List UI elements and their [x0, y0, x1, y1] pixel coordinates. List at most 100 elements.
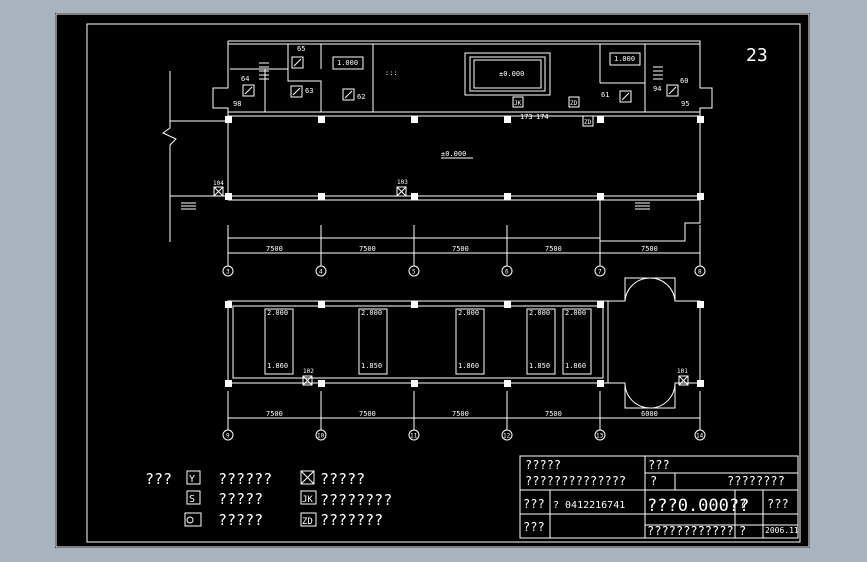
title-block-frame: [519, 455, 799, 539]
tank: [358, 308, 388, 375]
project-label: ?????: [525, 458, 561, 472]
room-label: 63: [305, 87, 313, 95]
legend-label: ???????: [320, 511, 383, 529]
door-tag: 102: [303, 368, 314, 375]
jk-icon: [300, 490, 317, 505]
door-tag: 101: [677, 368, 688, 375]
pool-mid: [469, 56, 546, 92]
partition: [230, 68, 322, 112]
scale-text: ???0.000??: [647, 496, 749, 516]
stair-right-landing: [609, 52, 641, 66]
axis-bubble: [408, 265, 420, 277]
dimension: 7500: [452, 410, 469, 418]
door-swing-top: [624, 277, 676, 302]
axis-bubble: [594, 265, 606, 277]
dimension: 7500: [545, 245, 562, 253]
door-tag: 103: [397, 179, 408, 186]
column: [225, 193, 232, 200]
tank: [526, 308, 556, 375]
designer-label: ???: [523, 497, 545, 511]
drawing-code: ?: [650, 474, 657, 488]
zd-code: ZD: [570, 100, 578, 107]
legend-label: ?????: [218, 490, 263, 508]
column: [697, 193, 704, 200]
inner-border: [86, 23, 801, 543]
column: [504, 301, 511, 308]
column: [504, 380, 511, 387]
door-tag: 104: [213, 180, 224, 187]
checker-label: ???: [523, 520, 545, 534]
dimension: 7500: [359, 245, 376, 253]
column: [225, 380, 232, 387]
tank: [562, 308, 592, 375]
room-label: 65: [297, 45, 305, 53]
room-label: 64: [241, 75, 249, 83]
column: [697, 301, 704, 308]
column: [411, 193, 418, 200]
outer-border: [55, 13, 810, 548]
column: [597, 193, 604, 200]
axis-bubble: [408, 429, 420, 441]
axis-label: 6: [505, 269, 509, 276]
stair-left-landing: [332, 56, 364, 70]
axis-bubble: [594, 429, 606, 441]
axis-bubble: [222, 265, 234, 277]
legend-icon-text: S: [189, 494, 195, 505]
dimension: 6000: [641, 410, 658, 418]
room-label: 62: [357, 93, 365, 101]
column: [318, 301, 325, 308]
y-icon: [186, 470, 201, 485]
bottom-floor-plan: 2.000 2.000 2.000 2.000 2.000 1.860 1.85…: [222, 277, 706, 441]
exhaust-symbol: [678, 375, 689, 386]
tank-bottom-level: 1.860: [458, 362, 479, 370]
pool-outer: [464, 52, 551, 96]
entrance-hall: [608, 277, 701, 409]
room-label: 174: [536, 113, 549, 121]
stair-entrance-right: [635, 202, 650, 210]
dimension: 7500: [641, 245, 658, 253]
legend-title: ???: [145, 470, 172, 488]
room-label: 98: [233, 100, 241, 108]
title-block: ????? ?????????????? ??? ? ???????? ??? …: [519, 455, 799, 539]
drawing-name: ????????: [727, 474, 785, 488]
axis-bubble: [694, 429, 706, 441]
drawing-sheet: 23 1.000 ±0.000 1.000: [55, 13, 810, 548]
exhaust-icon: [300, 470, 315, 485]
stair-entrance-left: [181, 202, 196, 210]
axis-label: 4: [319, 269, 323, 276]
axis-label: 11: [410, 433, 418, 440]
project-name: ??????????????: [525, 474, 626, 488]
switch-icon: [186, 490, 201, 505]
column: [318, 116, 325, 123]
top-floor-plan: 1.000 ±0.000 1.000 65 64 63 62 61 60 9: [162, 40, 713, 277]
dimension: 7500: [452, 245, 469, 253]
plan-text: ????????????: [647, 524, 734, 538]
designer-id: ? 0412216741: [553, 500, 625, 511]
switch-symbols: [242, 56, 679, 103]
axis-label: 9: [226, 433, 230, 440]
tank: [455, 308, 485, 375]
column: [597, 380, 604, 387]
level-stair-right: 1.000: [614, 55, 635, 63]
column: [697, 380, 704, 387]
room-label: 173: [520, 113, 533, 121]
axis-bubble: [694, 265, 706, 277]
jk-code: JK: [514, 100, 522, 107]
tank-top-level: 2.000: [361, 309, 382, 317]
exhaust-symbol: [302, 375, 313, 386]
column: [597, 116, 604, 123]
dimension: 7500: [545, 410, 562, 418]
level-top: ±0.000: [441, 150, 466, 158]
tank-bottom-level: 1.850: [529, 362, 550, 370]
axis-bubble: [222, 429, 234, 441]
mark-1: ?: [739, 497, 746, 511]
phone-icon: [184, 512, 202, 527]
break-line: [162, 71, 177, 242]
zd-icon: [300, 512, 317, 527]
plan-mark: :::: [385, 69, 398, 77]
column: [597, 301, 604, 308]
dimension: 7500: [359, 410, 376, 418]
tank-top-level: 2.000: [267, 309, 288, 317]
drawing-label: ???: [648, 458, 670, 472]
bottom-columns: [225, 301, 704, 387]
